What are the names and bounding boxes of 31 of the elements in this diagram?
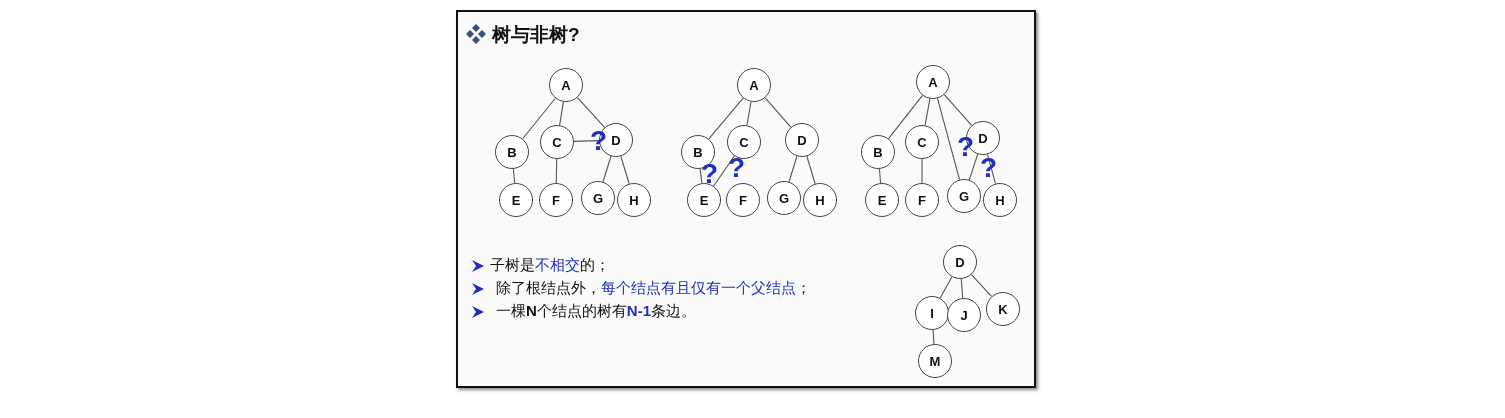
tree-edge [522, 97, 556, 140]
tree-edge [932, 329, 935, 345]
tree-edge [924, 98, 931, 126]
tree-edge [764, 97, 792, 128]
tree-edge [968, 153, 979, 181]
tree-edge [602, 155, 612, 183]
tree-edge [936, 97, 961, 181]
tree-edge [878, 168, 882, 184]
tree-edge [970, 274, 993, 297]
tree-edge [887, 94, 924, 140]
tree-edge [576, 97, 606, 128]
bullet-text: 子树是不相交的； [490, 256, 610, 274]
tree-edge [939, 276, 953, 299]
bullet-text: 除了根结点外，每个结点有且仅有一个父结点； [496, 279, 811, 297]
tree-edge [943, 94, 973, 126]
tree-edge [788, 155, 798, 183]
question-mark: ? [980, 154, 998, 182]
tree-edge [708, 97, 744, 140]
tree-edge [713, 155, 735, 187]
tree-edge [555, 158, 558, 184]
tree-edge [746, 101, 752, 126]
tree-edge [699, 168, 703, 184]
tree-edge [559, 101, 564, 126]
bullet-text: 一棵N个结点的树有N-1条边。 [496, 302, 696, 320]
tree-edge [620, 155, 630, 185]
tree-edge [960, 278, 964, 299]
slide-title: 树与非树? [492, 23, 580, 47]
tree-edge [806, 155, 816, 185]
tree-edge [921, 158, 923, 184]
tree-edge [986, 153, 997, 185]
tree-edge [512, 168, 516, 184]
